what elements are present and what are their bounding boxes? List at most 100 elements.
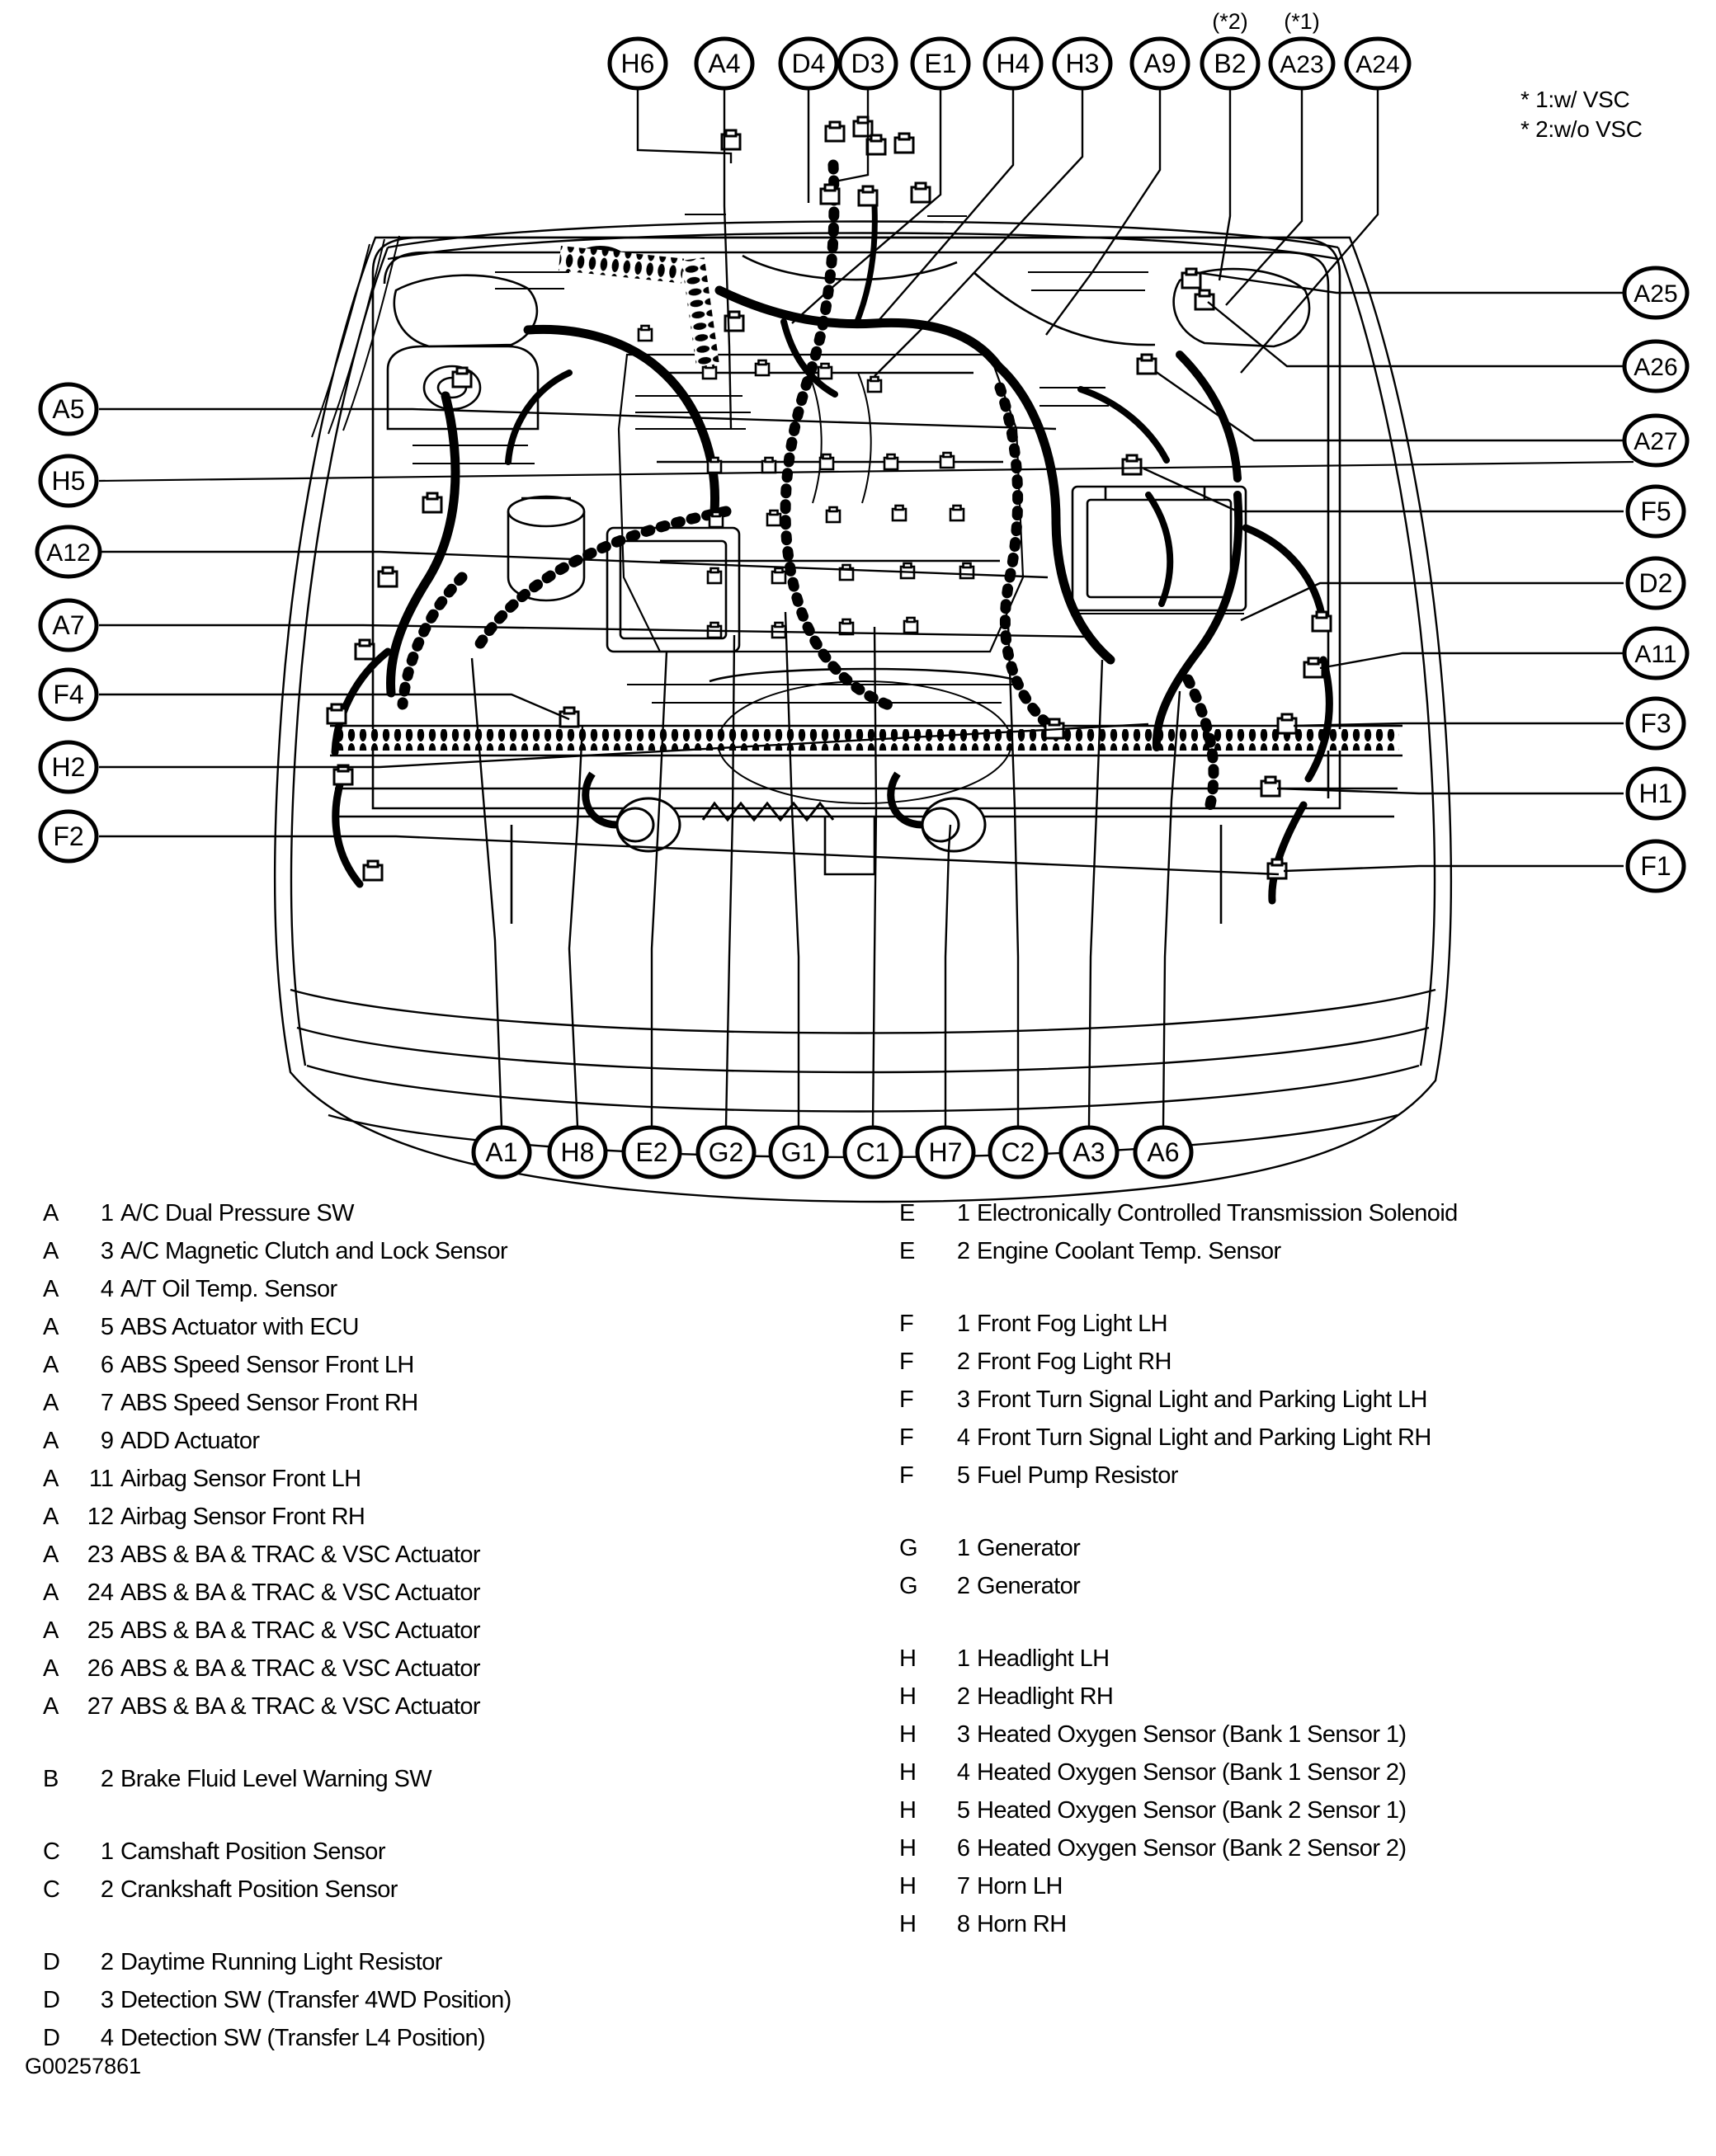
legend-item-description: Horn RH — [977, 1911, 1067, 1937]
legend-item-description: ABS Actuator with ECU — [120, 1314, 359, 1340]
legend-item-number: 9 — [100, 1428, 114, 1454]
legend-item-number: 4 — [100, 2025, 114, 2051]
callout-e2[interactable]: E2 — [621, 1125, 682, 1179]
legend-group-letter: A — [43, 1542, 59, 1568]
callout-c2[interactable]: C2 — [988, 1125, 1049, 1179]
callout-a7[interactable]: A7 — [38, 598, 99, 652]
callout-h5[interactable]: H5 — [38, 454, 99, 508]
callout-h1[interactable]: H1 — [1625, 766, 1686, 821]
callout-h3[interactable]: H3 — [1052, 36, 1113, 91]
legend-item-description: Crankshaft Position Sensor — [120, 1876, 398, 1903]
legend-item-description: Airbag Sensor Front LH — [120, 1466, 361, 1492]
callout-bubble-outline — [988, 1125, 1049, 1179]
legend-item-number: 8 — [956, 1911, 970, 1937]
callout-h4[interactable]: H4 — [983, 36, 1044, 91]
callout-bubble-outline — [695, 1125, 757, 1179]
legend-group-letter: C — [43, 1876, 60, 1903]
callout-bubble-outline — [38, 809, 99, 864]
callout-bubble-outline — [35, 525, 102, 579]
legend-item-number: 1 — [956, 1535, 970, 1561]
callout-label: E1 — [924, 49, 956, 78]
callout-bubble-outline — [547, 1125, 608, 1179]
legend-group-letter: A — [43, 1390, 59, 1416]
callout-h2[interactable]: H2 — [38, 740, 99, 794]
legend-group-letter: A — [43, 1200, 59, 1226]
legend-item-number: 11 — [88, 1466, 114, 1492]
callout-b2[interactable]: B2(*2) — [1200, 9, 1261, 91]
callout-a12[interactable]: A12 — [35, 525, 102, 579]
legend-group-letter: H — [899, 1683, 917, 1710]
callout-a23[interactable]: A23(*1) — [1268, 9, 1336, 91]
legend-group-letter: A — [43, 1314, 59, 1340]
legend-item-description: ABS & BA & TRAC & VSC Actuator — [120, 1693, 481, 1720]
legend-group-letter: A — [43, 1504, 59, 1530]
callout-a6[interactable]: A6 — [1133, 1125, 1194, 1179]
callout-a26[interactable]: A26 — [1622, 339, 1690, 393]
callout-bubble-outline — [694, 36, 755, 91]
legend-item-description: Headlight LH — [977, 1645, 1110, 1672]
callout-e1[interactable]: E1 — [910, 36, 971, 91]
legend-item-description: ABS & BA & TRAC & VSC Actuator — [120, 1655, 481, 1682]
legend-item-description: Front Turn Signal Light and Parking Ligh… — [977, 1424, 1431, 1451]
callout-a24[interactable]: A24 — [1344, 36, 1412, 91]
callout-label: A25 — [1634, 280, 1677, 308]
callout-f1[interactable]: F1 — [1625, 839, 1686, 893]
legend-group-letter: F — [899, 1311, 914, 1337]
legend-item-number: 1 — [100, 1200, 114, 1226]
callout-bubble-outline — [1622, 339, 1690, 393]
legend-item-description: ABS & BA & TRAC & VSC Actuator — [120, 1617, 481, 1644]
callout-f5[interactable]: F5 — [1625, 484, 1686, 539]
legend-group-letter: A — [43, 1466, 59, 1492]
callout-bubble-outline — [38, 598, 99, 652]
callout-a27[interactable]: A27 — [1622, 413, 1690, 468]
callout-label: F3 — [1640, 708, 1671, 738]
callout-label: A24 — [1355, 51, 1399, 78]
callout-a11[interactable]: A11 — [1622, 626, 1690, 680]
callout-a3[interactable]: A3 — [1058, 1125, 1120, 1179]
callout-a25[interactable]: A25 — [1622, 266, 1690, 320]
callout-a9[interactable]: A9 — [1129, 36, 1190, 91]
callout-d2[interactable]: D2 — [1625, 556, 1686, 610]
legend-item-description: Detection SW (Transfer L4 Position) — [120, 2025, 486, 2051]
callout-bubble-outline — [1625, 766, 1686, 821]
legend-group-letter: G — [899, 1535, 918, 1561]
legend-item-number: 5 — [100, 1314, 114, 1340]
callout-h8[interactable]: H8 — [547, 1125, 608, 1179]
callout-a1[interactable]: A1 — [471, 1125, 532, 1179]
callout-bubble-outline — [778, 36, 839, 91]
legend-item-number: 24 — [87, 1579, 114, 1606]
callout-bubble-outline — [38, 382, 99, 436]
callout-bubble-outline — [38, 667, 99, 722]
callout-label: A4 — [708, 49, 740, 78]
legend-item-description: Heated Oxygen Sensor (Bank 1 Sensor 2) — [977, 1759, 1407, 1786]
callout-d4[interactable]: D4 — [778, 36, 839, 91]
callout-h7[interactable]: H7 — [915, 1125, 976, 1179]
legend-group-letter: H — [899, 1645, 917, 1672]
callout-label: D2 — [1639, 568, 1673, 598]
callout-bubble-outline — [842, 1125, 903, 1179]
callout-a5[interactable]: A5 — [38, 382, 99, 436]
callout-f2[interactable]: F2 — [38, 809, 99, 864]
legend-item-description: Front Fog Light LH — [977, 1311, 1168, 1337]
callout-h6[interactable]: H6 — [607, 36, 668, 91]
callout-a4[interactable]: A4 — [694, 36, 755, 91]
legend-item-number: 2 — [956, 1349, 970, 1375]
legend-group-letter: H — [899, 1759, 917, 1786]
callout-g1[interactable]: G1 — [768, 1125, 829, 1179]
callout-c1[interactable]: C1 — [842, 1125, 903, 1179]
callout-d3[interactable]: D3 — [837, 36, 898, 91]
callout-g2[interactable]: G2 — [695, 1125, 757, 1179]
callout-f4[interactable]: F4 — [38, 667, 99, 722]
callout-f3[interactable]: F3 — [1625, 696, 1686, 751]
